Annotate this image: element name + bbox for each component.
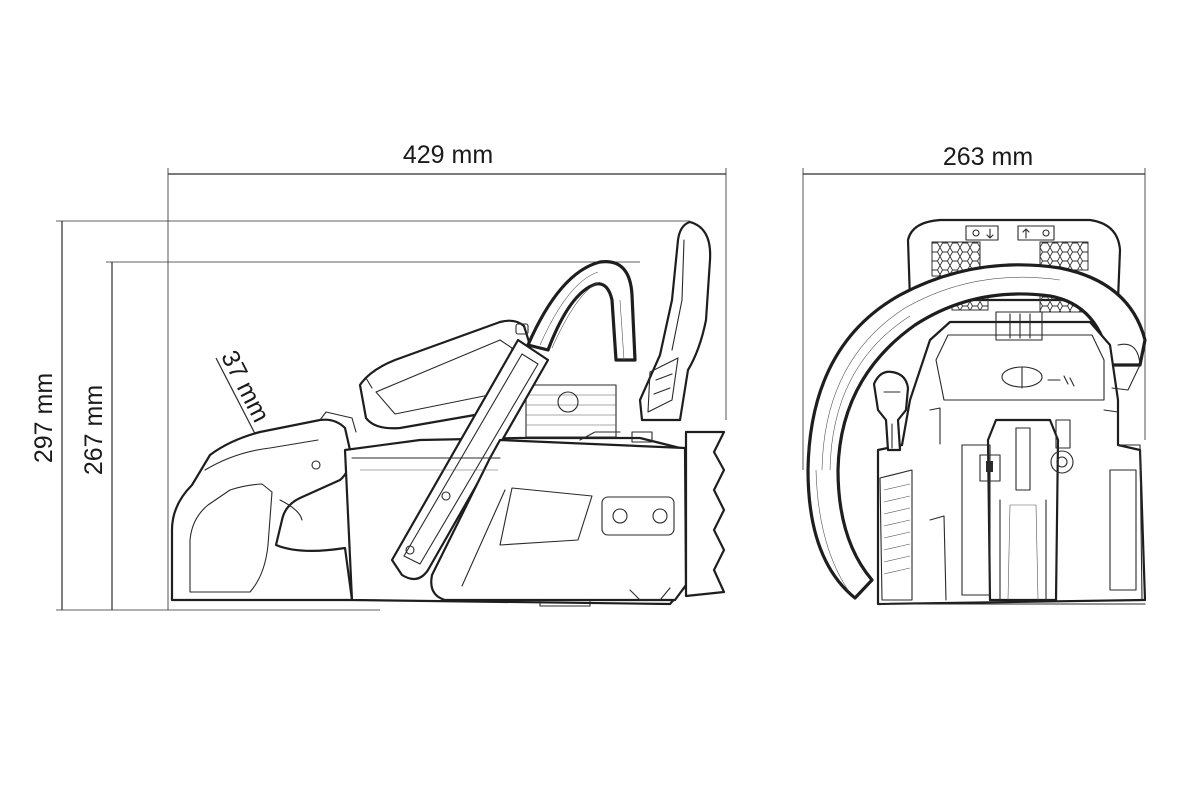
guide-bar-stub bbox=[684, 430, 726, 598]
handle-clearance-label: 37 mm bbox=[215, 346, 275, 427]
front-width-label: 263 mm bbox=[943, 143, 1033, 171]
adjustment-knob bbox=[1050, 450, 1074, 474]
cylinder-fins bbox=[525, 384, 617, 438]
side-grip-knob bbox=[872, 370, 910, 452]
clutch-cover bbox=[430, 438, 688, 602]
total-height-label: 297 mm bbox=[30, 373, 58, 463]
side-width-label: 429 mm bbox=[403, 141, 493, 169]
front-width-dimension: 263 mm bbox=[802, 143, 1146, 470]
chainsaw-side-view bbox=[170, 220, 726, 607]
choke-label-box bbox=[965, 225, 999, 241]
side-width-dimension: 429 mm bbox=[167, 141, 727, 610]
bar-nut-plate bbox=[601, 496, 675, 536]
front-handle-side-bar bbox=[390, 338, 550, 581]
front-handle-arc bbox=[806, 263, 1147, 600]
trigger-pin bbox=[311, 460, 321, 470]
front-center-spine bbox=[986, 418, 1060, 602]
total-height-dimension: 297 mm bbox=[30, 220, 690, 611]
front-left-fins bbox=[879, 469, 913, 601]
body-height-label: 267 mm bbox=[80, 385, 108, 475]
front-handle-tube bbox=[526, 260, 637, 362]
on-off-switch bbox=[979, 454, 1001, 482]
fuel-label-box bbox=[1017, 225, 1055, 241]
chain-brake-guard bbox=[638, 220, 712, 422]
chainsaw-front-view bbox=[806, 218, 1147, 606]
body-height-dimension: 267 mm bbox=[80, 261, 640, 610]
